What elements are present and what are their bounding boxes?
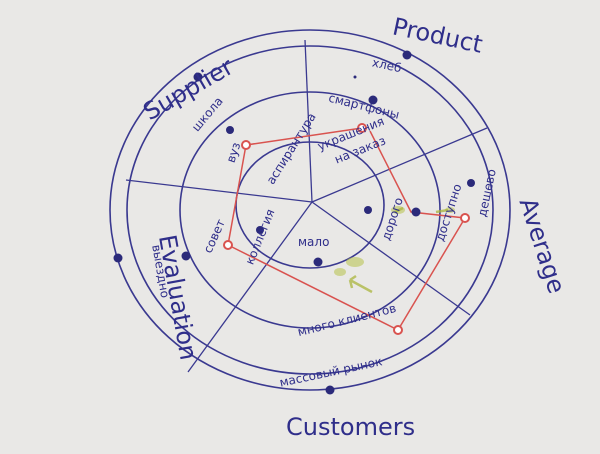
red-marker (223, 240, 233, 250)
sector-line-southwest (187, 201, 313, 373)
axis-label-customers: Customers (286, 413, 415, 441)
dot-dostupno (411, 207, 421, 217)
dot-smartfony (368, 95, 378, 105)
highlight-mark (445, 207, 455, 213)
sector-line-east (311, 127, 488, 203)
red-marker (357, 123, 367, 133)
outer-ring (109, 29, 511, 391)
sector-lines (125, 39, 488, 373)
dot-dorogo (364, 206, 372, 214)
rings (109, 29, 511, 391)
ink-speck (353, 75, 357, 79)
dot-malo (313, 257, 323, 267)
red-markers (223, 123, 470, 335)
label-malo: мало (298, 235, 329, 249)
arrow-mark (394, 206, 404, 214)
sector-line-southeast (311, 201, 471, 316)
ring-2 (126, 45, 494, 375)
label-vuz: вуз (224, 141, 244, 165)
dot-khleb (402, 50, 412, 60)
red-marker (241, 140, 251, 150)
sector-line-north (304, 39, 313, 203)
blue-dots (113, 50, 475, 395)
red-marker (460, 213, 470, 223)
dot-kollegia (256, 226, 264, 234)
highlight-mark (334, 268, 346, 276)
dot-deshevo (467, 179, 475, 187)
ring-3 (179, 91, 441, 329)
label-khleb: хлеб (371, 55, 403, 75)
sector-line-west (125, 179, 313, 203)
dot-massovy-rynok (325, 385, 335, 395)
highlight-mark (346, 257, 364, 267)
dot-sovet (181, 251, 191, 261)
arrow-mark (435, 208, 449, 214)
red-marker (393, 325, 403, 335)
arrow-mark (348, 274, 373, 294)
highlighter-arrows (348, 206, 449, 294)
dot-shkola (193, 72, 203, 82)
dot-vyezdno (113, 253, 123, 263)
dot-vuz (226, 126, 234, 134)
